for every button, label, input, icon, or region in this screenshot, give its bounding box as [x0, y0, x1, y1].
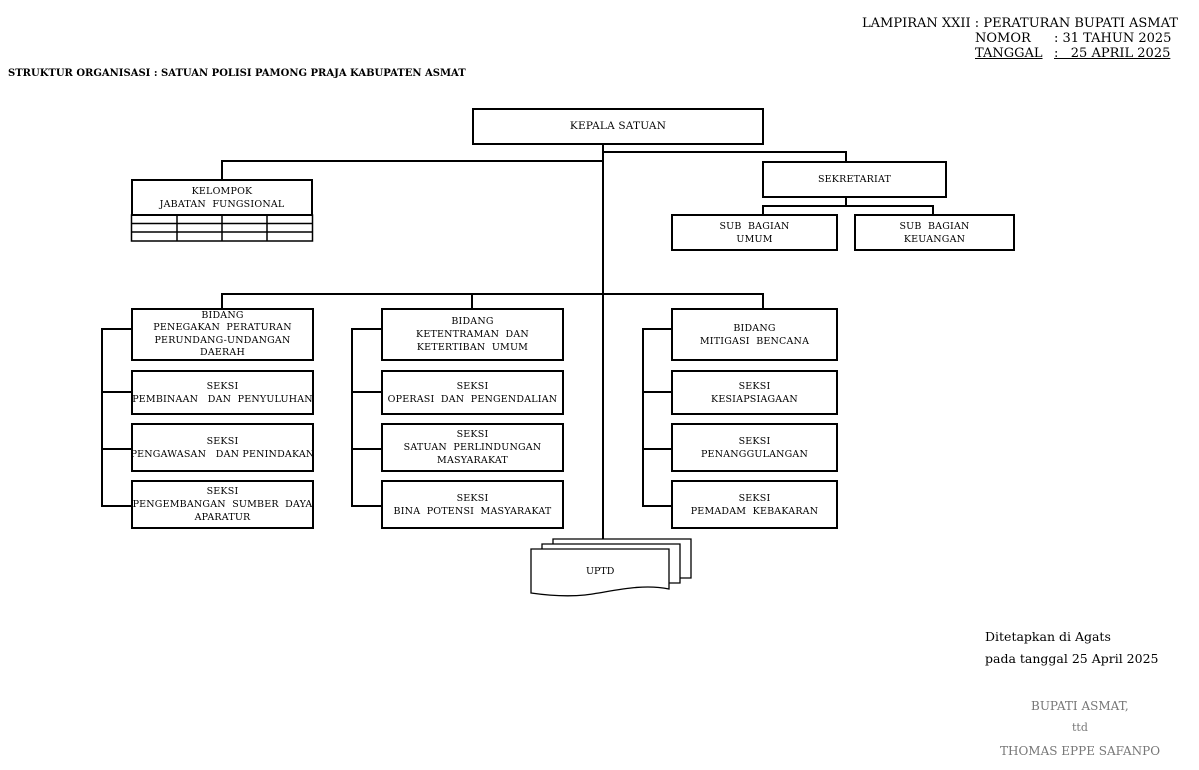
signature-office: BUPATI ASMAT,: [1031, 699, 1129, 713]
node-seksi-bina-potensi: SEKSI BINA POTENSI MASYARAKAT: [381, 480, 564, 529]
node-seksi-pemadam-kebakaran: SEKSI PEMADAM KEBAKARAN: [671, 480, 838, 529]
tanggal-label: TANGGAL: [975, 46, 1043, 61]
nomor-label: NOMOR: [975, 31, 1031, 46]
node-seksi-pengawasan-penindakan: SEKSI PENGAWASAN DAN PENINDAKAN: [131, 423, 314, 472]
tanggal-value: : 25 APRIL 2025: [1054, 46, 1171, 61]
node-seksi-pengembangan-sdm: SEKSI PENGEMBANGAN SUMBER DAYA APARATUR: [131, 480, 314, 529]
chart-title: STRUKTUR ORGANISASI : SATUAN POLISI PAMO…: [8, 68, 466, 79]
node-seksi-operasi-pengendalian: SEKSI OPERASI DAN PENGENDALIAN: [381, 370, 564, 415]
signature-ttd: ttd: [1072, 721, 1088, 734]
nomor-value: : 31 TAHUN 2025: [1054, 31, 1172, 46]
signature-name: THOMAS EPPE SAFANPO: [1000, 744, 1161, 758]
node-bidang-penegakan-peraturan: BIDANG PENEGAKAN PERATURAN PERUNDANG-UND…: [131, 308, 314, 361]
node-bidang-mitigasi-bencana: BIDANG MITIGASI BENCANA: [671, 308, 838, 361]
signature-date: pada tanggal 25 April 2025: [985, 651, 1159, 666]
node-sekretariat: SEKRETARIAT: [762, 161, 947, 198]
node-bidang-ketentraman-ketertiban: BIDANG KETENTRAMAN DAN KETERTIBAN UMUM: [381, 308, 564, 361]
node-seksi-kesiapsiagaan: SEKSI KESIAPSIAGAAN: [671, 370, 838, 415]
signature-place: Ditetapkan di Agats: [985, 629, 1111, 644]
node-kelompok-jabatan-fungsional: KELOMPOK JABATAN FUNGSIONAL: [131, 179, 313, 216]
lampiran-text: LAMPIRAN XXII : PERATURAN BUPATI ASMAT: [862, 16, 1178, 31]
uptd-label: UPTD: [586, 566, 615, 577]
node-sub-bagian-umum: SUB BAGIAN UMUM: [671, 214, 838, 251]
node-seksi-pembinaan-penyuluhan: SEKSI PEMBINAAN DAN PENYULUHAN: [131, 370, 314, 415]
node-kepala-satuan: KEPALA SATUAN: [472, 108, 764, 145]
node-seksi-penanggulangan: SEKSI PENANGGULANGAN: [671, 423, 838, 472]
node-sub-bagian-keuangan: SUB BAGIAN KEUANGAN: [854, 214, 1015, 251]
node-seksi-satuan-perlindungan: SEKSI SATUAN PERLINDUNGAN MASYARAKAT: [381, 423, 564, 472]
